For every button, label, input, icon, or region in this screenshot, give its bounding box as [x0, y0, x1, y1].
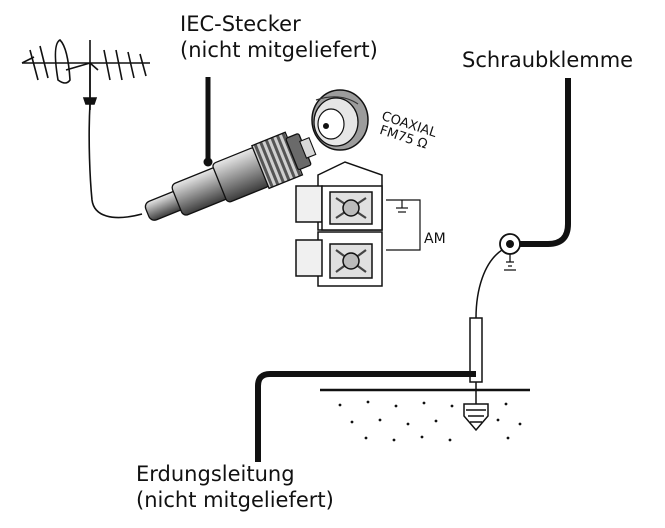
screw-terminal-label: Schraubklemme [462, 48, 634, 72]
ground-wire-label: Erdungsleitung [136, 462, 295, 486]
iec-plug-label: IEC-Stecker [180, 12, 301, 36]
ground-rod-icon [463, 317, 489, 432]
am-label: AM [424, 231, 446, 247]
screw-terminal-icon [499, 233, 521, 271]
ground-wire-note: (nicht mitgeliefert) [136, 488, 334, 512]
soil-dots [338, 400, 522, 442]
am-terminal-icon [295, 161, 383, 287]
coaxial-socket-icon [311, 89, 369, 151]
fm-antenna-icon [21, 39, 150, 219]
iec-plug-note: (nicht mitgeliefert) [180, 38, 378, 62]
am-bracket [386, 199, 421, 251]
ground-wire [475, 249, 503, 319]
iec-plug-icon [144, 131, 317, 221]
earth-lead-leader [255, 371, 476, 462]
iec-leader-dot [203, 157, 213, 167]
screw-terminal-leader [520, 78, 571, 247]
